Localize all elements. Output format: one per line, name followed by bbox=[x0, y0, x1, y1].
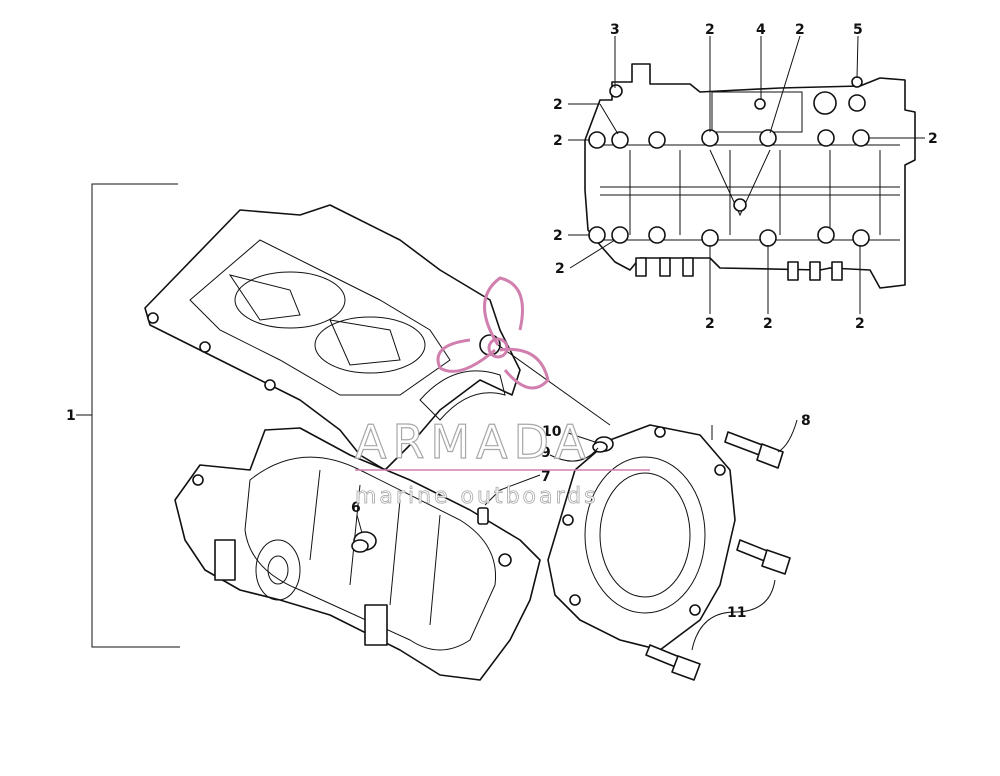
callout-2: 2 bbox=[795, 22, 805, 38]
watermark-subtitle: marine outboards bbox=[355, 484, 599, 509]
callout-3: 3 bbox=[610, 22, 620, 38]
callout-5: 5 bbox=[853, 22, 863, 38]
mount-studs bbox=[635, 257, 843, 281]
crankcase-bottom-view bbox=[584, 63, 916, 289]
bolt-11-a bbox=[736, 539, 791, 575]
dowel-pin-6 bbox=[351, 531, 377, 553]
callout-10: 10 bbox=[542, 424, 562, 440]
callout-4: 4 bbox=[756, 22, 766, 38]
watermark-title: ARMADA bbox=[355, 415, 592, 469]
callout-6: 6 bbox=[351, 500, 361, 516]
dowel-pin-7 bbox=[477, 507, 489, 525]
callout-7: 7 bbox=[541, 469, 551, 485]
bolt-holes-bottom-row bbox=[588, 226, 870, 247]
bolt-8 bbox=[724, 431, 784, 469]
callout-2: 2 bbox=[553, 133, 563, 149]
seal-ring-9-10 bbox=[592, 436, 614, 453]
callout-2: 2 bbox=[553, 97, 563, 113]
callout-2: 2 bbox=[705, 22, 715, 38]
watermark: ARMADA marine outboards bbox=[354, 276, 650, 509]
callout-11: 11 bbox=[727, 605, 746, 621]
callout-9: 9 bbox=[541, 445, 551, 461]
callout-labels: 1 3 2 4 2 5 2 2 2 2 2 2 2 2 6 7 8 9 10 1… bbox=[66, 22, 938, 621]
callout-2: 2 bbox=[855, 316, 865, 332]
leader-lines-top-right bbox=[568, 35, 925, 314]
callout-2: 2 bbox=[705, 316, 715, 332]
bolt-holes-top-row bbox=[588, 76, 870, 149]
propeller-logo-icon bbox=[436, 276, 550, 390]
callout-2: 2 bbox=[763, 316, 773, 332]
upper-crankcase-half bbox=[144, 204, 521, 471]
callout-1: 1 bbox=[66, 408, 76, 424]
leader-lines-main bbox=[76, 183, 798, 651]
bolt-11-b bbox=[645, 644, 701, 681]
end-cover bbox=[547, 424, 736, 651]
callout-2: 2 bbox=[555, 261, 565, 277]
callout-8: 8 bbox=[801, 413, 811, 429]
callout-2: 2 bbox=[928, 131, 938, 147]
lower-crankcase-half bbox=[174, 427, 541, 681]
callout-2: 2 bbox=[553, 228, 563, 244]
